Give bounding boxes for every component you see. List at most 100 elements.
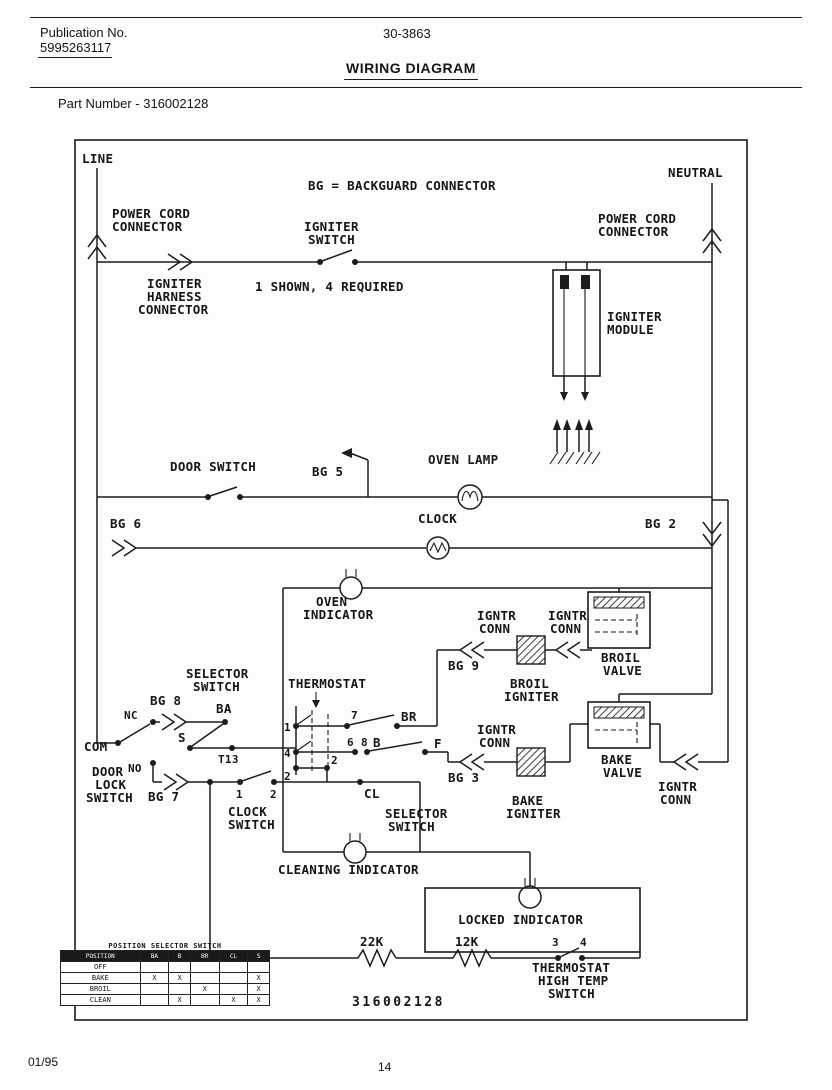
locked-indicator-icon <box>518 885 542 909</box>
label-thermostat: THERMOSTAT <box>288 676 366 691</box>
label-clock-contact-2: 2 <box>270 788 277 801</box>
label-bg6: BG 6 <box>110 516 141 531</box>
svg-text:CONNECTOR: CONNECTOR <box>138 302 209 317</box>
svg-text:SWITCH: SWITCH <box>308 232 355 247</box>
igntr-conn-right-icon <box>672 753 687 771</box>
diagram-stamp: 316002128 <box>352 995 445 1010</box>
igniter-harness-connector-icon <box>167 253 182 271</box>
svg-text:SWITCH: SWITCH <box>388 819 435 834</box>
label-f: F <box>434 736 442 751</box>
label-com: COM <box>84 739 107 754</box>
label-bg2: BG 2 <box>645 516 676 531</box>
selector-chart-title: POSITION SELECTOR SWITCH <box>108 942 222 950</box>
label-power-cord-right: POWER CORD <box>598 211 676 226</box>
label-t13: T13 <box>218 753 239 766</box>
resistor-22k-icon <box>357 948 397 968</box>
label-igniter-module: IGNITER <box>607 309 662 324</box>
label-contact-6: 6 <box>347 736 354 749</box>
bg3-connector-icon <box>458 753 473 771</box>
door-switch-blade <box>209 486 238 497</box>
igniter-module-icon <box>549 262 601 465</box>
document-number: 30-3863 <box>383 26 431 41</box>
clock-wire <box>111 521 722 560</box>
bg6-connector-icon <box>111 539 126 557</box>
label-locked-indicator: LOCKED INDICATOR <box>458 912 583 927</box>
svg-text:CONN: CONN <box>479 735 510 750</box>
label-igniter-switch: IGNITER <box>304 219 359 234</box>
label-oven-indicator: OVEN <box>316 594 347 609</box>
label-power-cord-left: POWER CORD <box>112 206 190 221</box>
footer-page-number: 14 <box>378 1060 392 1074</box>
locked-indicator-box <box>424 878 641 953</box>
label-nc: NC <box>124 709 138 722</box>
label-contact-8: 8 <box>361 736 368 749</box>
label-shown-note: 1 SHOWN, 4 REQUIRED <box>255 279 404 294</box>
label-igntr-conn-2: IGNTR <box>548 608 587 623</box>
bake-igniter-icon <box>516 747 546 777</box>
svg-text:HIGH TEMP: HIGH TEMP <box>538 973 608 988</box>
power-cord-connector-right-icon <box>702 227 722 242</box>
line-feed-wire <box>87 168 107 743</box>
clock-motor-icon <box>426 536 450 560</box>
label-door-lock-switch: DOOR <box>92 764 123 779</box>
label-22k: 22K <box>360 934 384 949</box>
svg-text:SWITCH: SWITCH <box>548 986 595 1001</box>
svg-text:MODULE: MODULE <box>607 322 654 337</box>
svg-text:SWITCH: SWITCH <box>193 679 240 694</box>
svg-text:CONN: CONN <box>479 621 510 636</box>
label-neutral: NEUTRAL <box>668 165 723 180</box>
label-cl: CL <box>364 786 380 801</box>
door-switch-wire <box>97 448 712 510</box>
label-b: B <box>373 735 381 750</box>
selector-contact-rows <box>293 714 449 782</box>
label-line: LINE <box>82 151 113 166</box>
label-ba: BA <box>216 701 232 716</box>
label-high-temp-switch: THERMOSTAT <box>532 960 610 975</box>
broil-igniter-icon <box>516 635 546 665</box>
publication-label: Publication No. <box>40 25 128 40</box>
label-contact-1: 1 <box>284 721 291 734</box>
label-bake-igniter: BAKE <box>512 793 543 808</box>
label-selector-switch-lower: SELECTOR <box>385 806 448 821</box>
igniter-switch-blade <box>321 249 353 262</box>
label-bake-valve: BAKE <box>601 752 632 767</box>
label-bg7: BG 7 <box>148 789 179 804</box>
label-clock-contact-1: 1 <box>236 788 243 801</box>
page-title: WIRING DIAGRAM <box>344 60 478 80</box>
door-lock-blade <box>119 723 151 743</box>
publication-number: 5995263117 <box>40 40 112 55</box>
publication-underline <box>38 57 112 58</box>
label-bg9: BG 9 <box>448 658 479 673</box>
svg-text:HARNESS: HARNESS <box>147 289 202 304</box>
svg-text:CONNECTOR: CONNECTOR <box>598 224 669 239</box>
selector-blade <box>191 723 224 747</box>
label-bg8: BG 8 <box>150 693 181 708</box>
bake-circuit <box>448 499 729 777</box>
label-igntr-conn-4: IGNTR <box>658 779 697 794</box>
label-br: BR <box>401 709 417 724</box>
igniter-switch-wire <box>97 249 712 271</box>
bg8-connector-icon <box>161 713 176 731</box>
label-igniter-harness: IGNITER <box>147 276 202 291</box>
svg-text:IGNITER: IGNITER <box>506 806 561 821</box>
svg-text:IGNITER: IGNITER <box>504 689 559 704</box>
door-lock-switch <box>97 719 156 782</box>
label-contact-4: 4 <box>284 747 291 760</box>
label-contact-7: 7 <box>351 709 358 722</box>
broil-circuit <box>436 588 651 726</box>
svg-text:INDICATOR: INDICATOR <box>303 607 374 622</box>
label-contact-2a: 2 <box>284 770 291 783</box>
bg2-connector-icon <box>702 521 722 536</box>
svg-text:VALVE: VALVE <box>603 663 642 678</box>
label-oven-lamp: OVEN LAMP <box>428 452 498 467</box>
svg-text:SWITCH: SWITCH <box>86 790 133 805</box>
label-bg3: BG 3 <box>448 770 479 785</box>
label-broil-valve: BROIL <box>601 650 640 665</box>
label-cleaning-indicator: CLEANING INDICATOR <box>278 862 419 877</box>
top-rule <box>30 17 802 18</box>
label-s: S <box>178 730 186 745</box>
footer-date: 01/95 <box>28 1055 59 1069</box>
diagram-border <box>74 139 748 1021</box>
cleaning-indicator-wire <box>283 833 531 886</box>
